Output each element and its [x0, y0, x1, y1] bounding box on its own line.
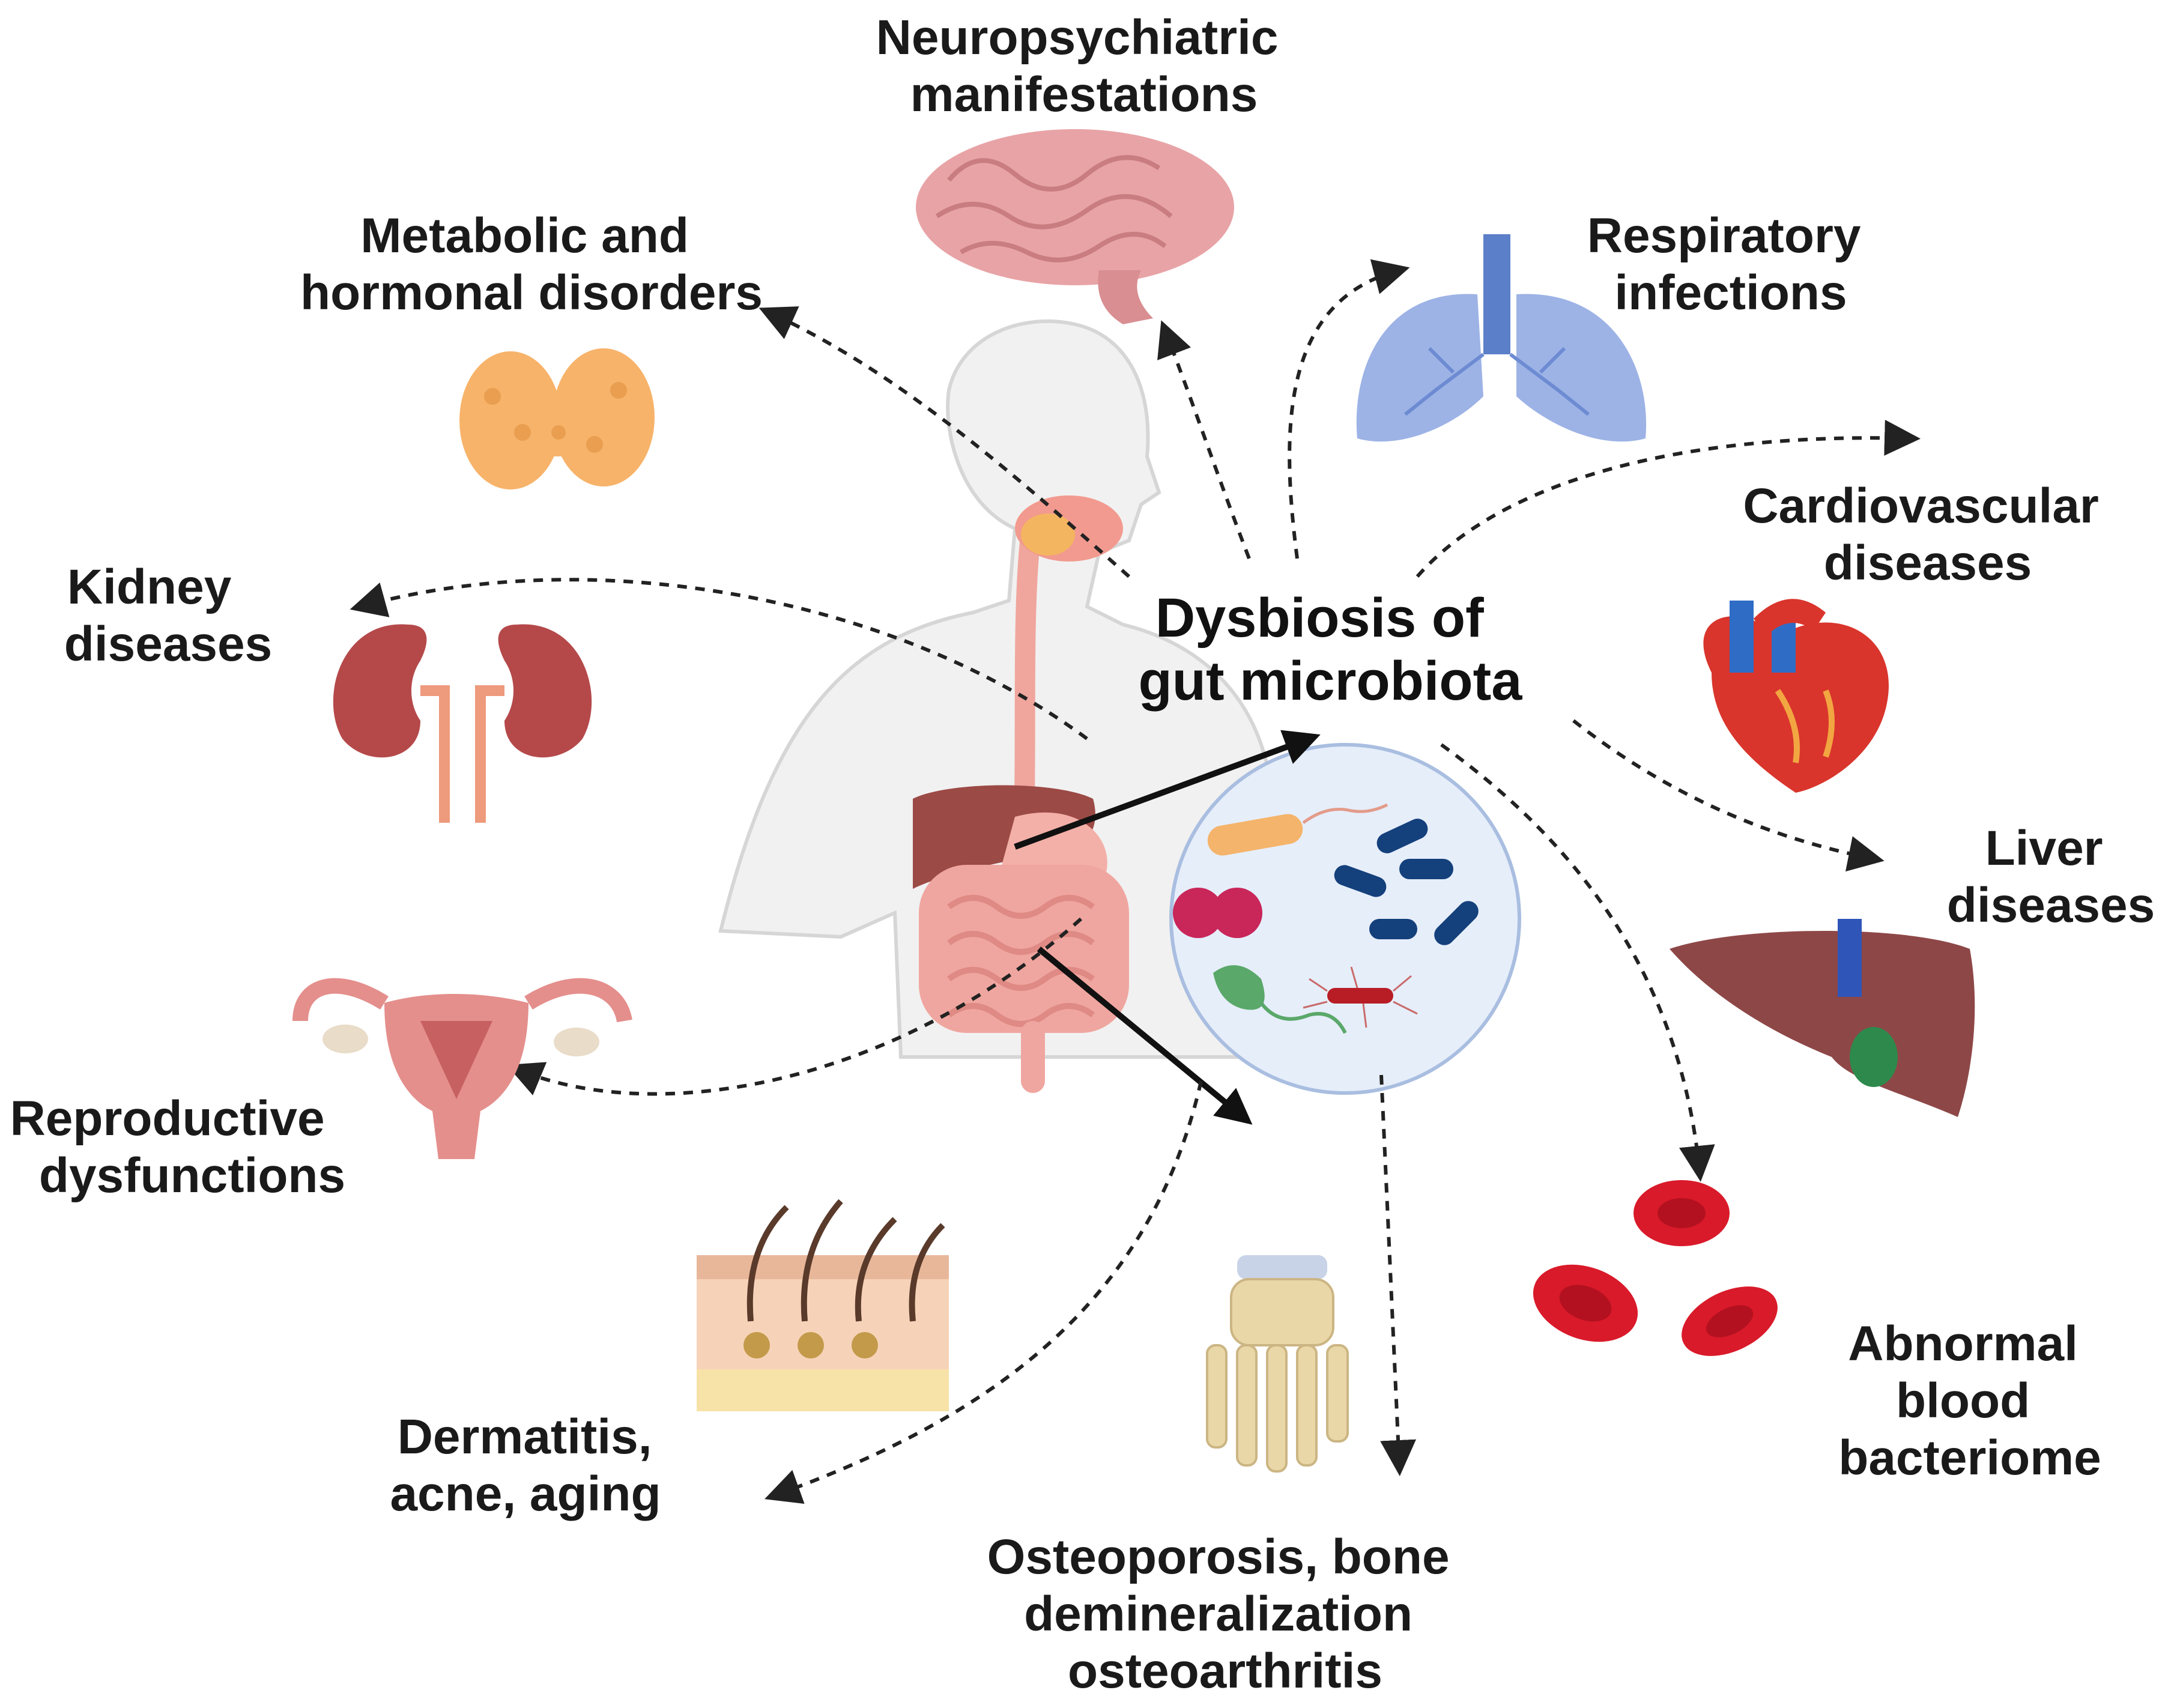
- label-cardiovascular: Cardiovascular diseases: [1743, 479, 2112, 590]
- label-metabolic: Metabolic and hormonal disorders: [300, 208, 763, 320]
- label-dermatitis: Dermatitis, acne, aging: [390, 1410, 665, 1521]
- heart-icon: [1703, 599, 1889, 793]
- kidneys-icon: [333, 624, 592, 823]
- liver-icon: [1670, 919, 1975, 1117]
- label-kidney: Kidney diseases: [64, 560, 273, 671]
- microbiota-circle-icon: [1169, 743, 1521, 1095]
- label-neuropsychiatric: Neuropsychiatric manifestations: [876, 10, 1292, 122]
- red-blood-cells-icon: [1533, 1180, 1778, 1356]
- brain-icon: [916, 129, 1234, 324]
- lungs-icon: [1356, 234, 1647, 442]
- uterus-icon: [292, 978, 632, 1159]
- label-osteoporosis: Osteoporosis, bone demineralization oste…: [987, 1530, 1464, 1698]
- skin-layers-icon: [697, 1199, 949, 1411]
- human-body-icon: [718, 319, 1276, 1093]
- label-liver: Liver diseases: [1947, 821, 2155, 933]
- label-respiratory: Respiratory infections: [1587, 208, 1875, 320]
- thyroid-icon: [459, 348, 655, 489]
- center-title: Dysbiosis of gut microbiota: [1139, 587, 1523, 712]
- label-reproductive: Reproductive dysfunctions: [10, 1091, 346, 1203]
- label-abnormal-blood: Abnormal blood bacteriome: [1838, 1316, 2101, 1485]
- foot-bones-icon: [1206, 1255, 1349, 1473]
